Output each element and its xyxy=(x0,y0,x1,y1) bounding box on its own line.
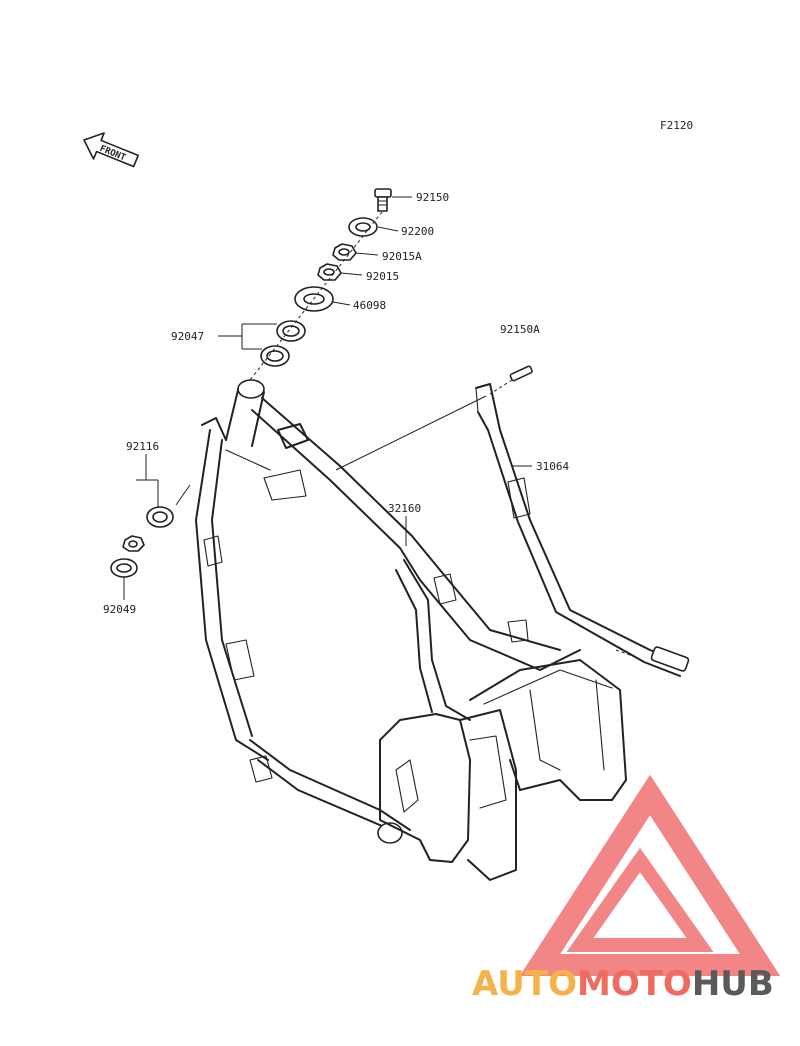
label-92015A: 92015A xyxy=(382,250,422,263)
automotohub-triangle-logo xyxy=(519,774,781,976)
nut-92015 xyxy=(317,263,342,281)
svg-text:AUTOMOTOHUB: AUTOMOTOHUB xyxy=(472,964,774,1004)
wordmark-hub: HUB xyxy=(692,964,774,1004)
label-92150: 92150 xyxy=(416,191,449,204)
bearing-92047-lower xyxy=(260,345,290,367)
bearing-92047-upper xyxy=(276,320,306,342)
label-92200: 92200 xyxy=(401,225,434,238)
washer-92200 xyxy=(348,217,378,237)
label-92047: 92047 xyxy=(171,330,204,343)
label-92150A: 92150A xyxy=(500,323,540,336)
seal-92049 xyxy=(110,558,138,578)
main-frame xyxy=(195,379,627,881)
label-92049: 92049 xyxy=(103,603,136,616)
wordmark-auto: AUTO xyxy=(472,964,577,1004)
rear-subframe-31064 xyxy=(475,383,690,677)
bearing-92116 xyxy=(146,506,174,528)
wordmark-moto: MOTO xyxy=(577,964,692,1004)
label-31064: 31064 xyxy=(536,460,569,473)
bolt-92150A xyxy=(489,365,533,395)
nut-small-left xyxy=(122,535,145,552)
label-92116: 92116 xyxy=(126,440,159,453)
front-arrow-icon: FRONT xyxy=(83,132,139,168)
bolt-92150 xyxy=(374,188,392,212)
label-32160: 32160 xyxy=(388,502,421,515)
label-46098: 46098 xyxy=(353,299,386,312)
label-92015: 92015 xyxy=(366,270,399,283)
nut-92015A xyxy=(332,243,357,261)
figure-code: F2120 xyxy=(660,119,693,132)
automotohub-wordmark: AUTOMOTOHUB xyxy=(472,964,774,1004)
